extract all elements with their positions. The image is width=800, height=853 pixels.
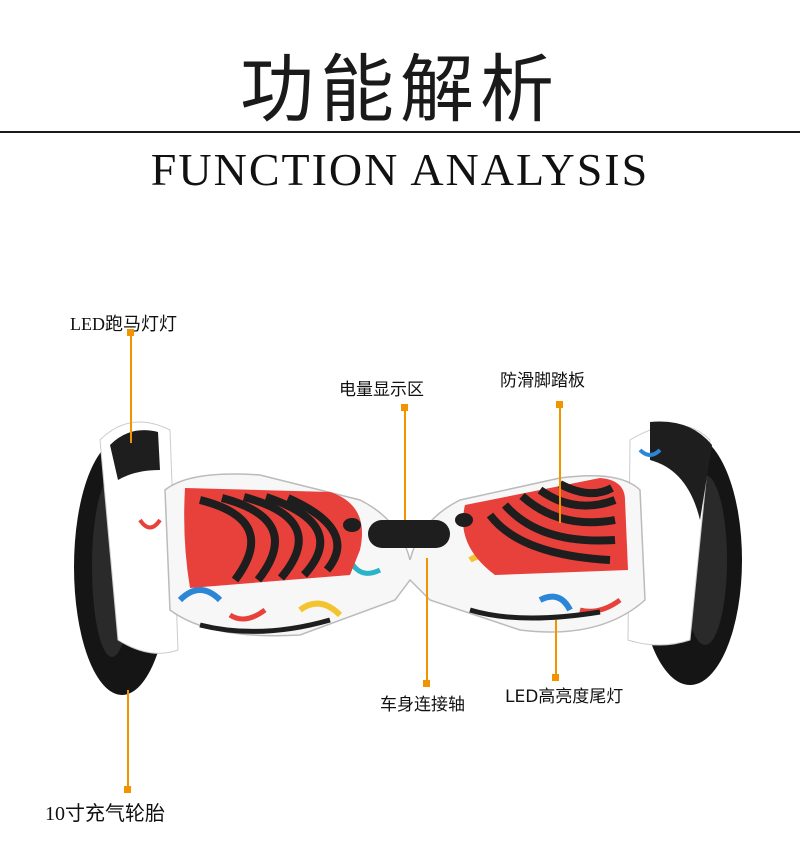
right-sensor-bump — [455, 513, 473, 527]
battery-display-panel — [368, 520, 450, 548]
callout-line-tire — [127, 690, 129, 788]
led-tail-light-strip — [469, 607, 601, 621]
callout-dot-body-axle — [423, 680, 430, 687]
page-title-chinese: 功能解析 — [240, 47, 560, 133]
callout-label-battery-display: 电量显示区 — [339, 380, 424, 400]
callout-dot-tire — [124, 786, 131, 793]
right-fender-cap — [650, 421, 712, 520]
left-fender-led-strip — [110, 430, 160, 480]
left-pedal-ridges — [199, 493, 342, 583]
callout-label-tire: 10寸充气轮胎 — [45, 803, 165, 825]
callout-line-led-tail-light — [555, 620, 557, 676]
callout-line-body-axle — [426, 558, 428, 682]
callout-line-led-running-light — [130, 333, 132, 443]
callout-label-body-axle: 车身连接轴 — [380, 695, 465, 715]
callout-line-battery-display — [404, 408, 406, 520]
callout-dot-battery-display — [401, 404, 408, 411]
callout-label-anti-slip-pedal: 防滑脚踏板 — [500, 371, 585, 391]
callout-label-led-running-light: LED跑马灯灯 — [70, 314, 177, 334]
led-tail-light-strip-left — [199, 617, 331, 634]
title-divider — [0, 131, 800, 133]
left-sensor-bump — [343, 518, 361, 532]
right-pedal-ridges — [486, 480, 617, 564]
callout-label-led-tail-light: LED高亮度尾灯 — [505, 687, 624, 707]
callout-dot-led-tail-light — [552, 674, 559, 681]
callout-line-anti-slip-pedal — [559, 405, 561, 523]
callout-dot-led-running-light — [127, 329, 134, 336]
callout-dot-anti-slip-pedal — [556, 401, 563, 408]
page-title-english: FUNCTION ANALYSIS — [150, 144, 650, 195]
